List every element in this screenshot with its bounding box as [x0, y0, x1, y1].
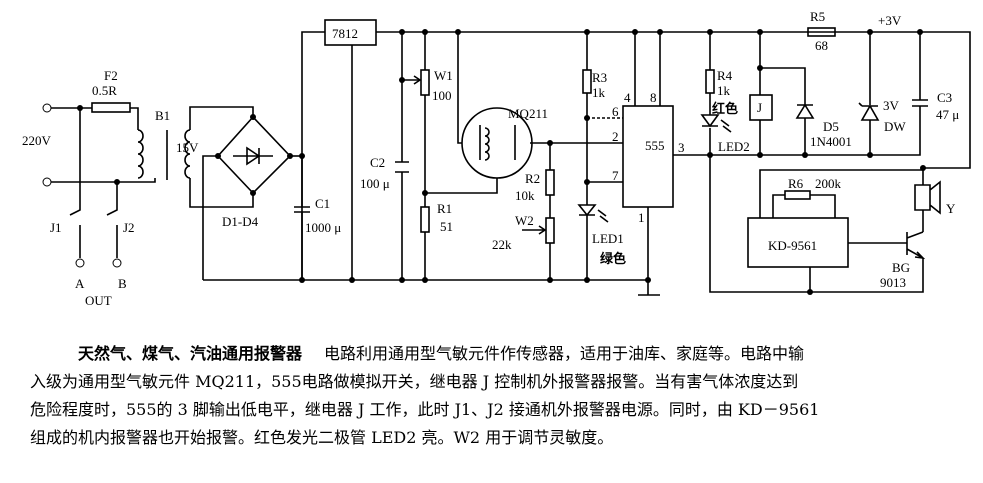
label-f2: F2 [104, 68, 118, 83]
caption: 天然气、煤气、汽油通用报警器 电路利用通用型气敏元件作传感器，适用于油库、家庭等。… [30, 340, 970, 452]
label-f2-value: 0.5R [92, 83, 117, 98]
resistor-r1 [420, 206, 430, 233]
terminals [42, 103, 122, 268]
wires [51, 31, 971, 296]
resistor-r4 [705, 69, 715, 94]
label-bg-value: 9013 [880, 275, 906, 290]
potentiometer-w2 [545, 217, 555, 244]
ic-555 [622, 105, 674, 208]
w2-wiper-arrow [522, 225, 547, 235]
label-r5: R5 [810, 9, 825, 24]
pin-8: 8 [650, 90, 657, 105]
label-mq211: MQ211 [508, 106, 548, 121]
label-b1: B1 [155, 108, 170, 123]
label-r1-value: 51 [440, 219, 453, 234]
label-speaker-y: Y [946, 201, 956, 216]
label-kd-9561: KD-9561 [768, 238, 817, 253]
resistor-r5 [807, 27, 836, 37]
component-labels: 7812 F2 0.5R B1 220V 15V J1 J2 A B OUT D… [22, 9, 959, 308]
fuse-f2 [91, 102, 131, 113]
label-r4-value: 1k [717, 83, 731, 98]
relay-j [749, 94, 773, 121]
pin-6: 6 [612, 104, 619, 119]
transformer-b1 [137, 129, 191, 180]
led1 [577, 204, 609, 223]
label-led1: LED1 [592, 231, 624, 246]
label-220v: 220V [22, 133, 52, 148]
label-r6: R6 [788, 176, 804, 191]
caption-title: 天然气、煤气、汽油通用报警器 [78, 344, 303, 363]
resistor-r3 [582, 69, 592, 94]
pin-3: 3 [678, 140, 685, 155]
label-r6-value: 200k [815, 176, 842, 191]
led2 [700, 114, 732, 133]
label-c3-value: 47 μ [936, 107, 959, 122]
label-d5-value: 1N4001 [810, 134, 852, 149]
label-dw: DW [884, 119, 906, 134]
label-r5-value: 68 [815, 38, 828, 53]
regulator-7812 [324, 19, 377, 46]
label-c2-value: 100 μ [360, 176, 390, 191]
capacitor-c3 [912, 99, 928, 115]
zener-dw [858, 102, 880, 121]
bridge-rectifier [216, 115, 292, 195]
resistor-r6 [784, 190, 811, 200]
label-d5: D5 [823, 119, 839, 134]
label-c2: C2 [370, 155, 385, 170]
label-j1: J1 [50, 220, 62, 235]
w1-wiper-arrow [413, 75, 422, 85]
label-dw-voltage: 3V [883, 98, 900, 113]
label-r3-value: 1k [592, 85, 606, 100]
label-r3: R3 [592, 70, 607, 85]
caption-line: 组成的机内报警器也开始报警。红色发光二极管 LED2 亮。W2 用于调节灵敏度。 [30, 428, 614, 447]
label-c3: C3 [937, 90, 952, 105]
label-relay-j: J [757, 100, 762, 115]
gas-sensor-mq211 [461, 107, 533, 179]
label-w2: W2 [515, 213, 534, 228]
label-led2-color: 红色 [712, 101, 738, 116]
caption-line: 入级为通用型气敏元件 MQ211，555电路做模拟开关，继电器 J 控制机外报警… [30, 372, 799, 391]
capacitor-c2 [395, 161, 409, 173]
label-w1-value: 100 [432, 88, 452, 103]
label-555: 555 [645, 138, 665, 153]
label-c1-value: 1000 μ [305, 220, 341, 235]
label-b: B [118, 276, 127, 291]
label-plus-3v: +3V [878, 13, 902, 28]
label-w1: W1 [434, 68, 453, 83]
label-d1-d4: D1-D4 [222, 214, 259, 229]
speaker-y [914, 180, 941, 215]
label-led1-color: 绿色 [600, 251, 626, 266]
pin-1: 1 [638, 210, 645, 225]
label-7812: 7812 [332, 26, 358, 41]
junction-dots [77, 29, 926, 295]
label-r4: R4 [717, 68, 733, 83]
label-r2-value: 10k [515, 188, 535, 203]
label-r2: R2 [525, 171, 540, 186]
label-j2: J2 [123, 220, 135, 235]
label-15v: 15V [176, 140, 199, 155]
label-a: A [75, 276, 85, 291]
diode-d5 [795, 103, 815, 119]
label-w2-value: 22k [492, 237, 512, 252]
ic-kd-9561 [747, 217, 849, 268]
pin-4: 4 [624, 90, 631, 105]
resistor-r2 [545, 169, 555, 196]
label-c1: C1 [315, 196, 330, 211]
label-out: OUT [85, 293, 112, 308]
transistor-bg [906, 231, 926, 260]
label-led2: LED2 [718, 139, 750, 154]
caption-line: 电路利用通用型气敏元件作传感器，适用于油库、家庭等。电路中输 [324, 344, 805, 363]
capacitor-c1 [294, 156, 310, 280]
label-bg: BG [892, 260, 910, 275]
label-r1: R1 [437, 201, 452, 216]
pin-2: 2 [612, 129, 619, 144]
circuit-diagram: 7812 F2 0.5R B1 220V 15V J1 J2 A B OUT D… [22, 9, 971, 308]
pin-7: 7 [612, 168, 619, 183]
caption-line: 危险程度时，555的 3 脚输出低电平，继电器 J 工作，此时 J1、J2 接通… [30, 400, 820, 419]
potentiometer-w1 [420, 69, 430, 96]
